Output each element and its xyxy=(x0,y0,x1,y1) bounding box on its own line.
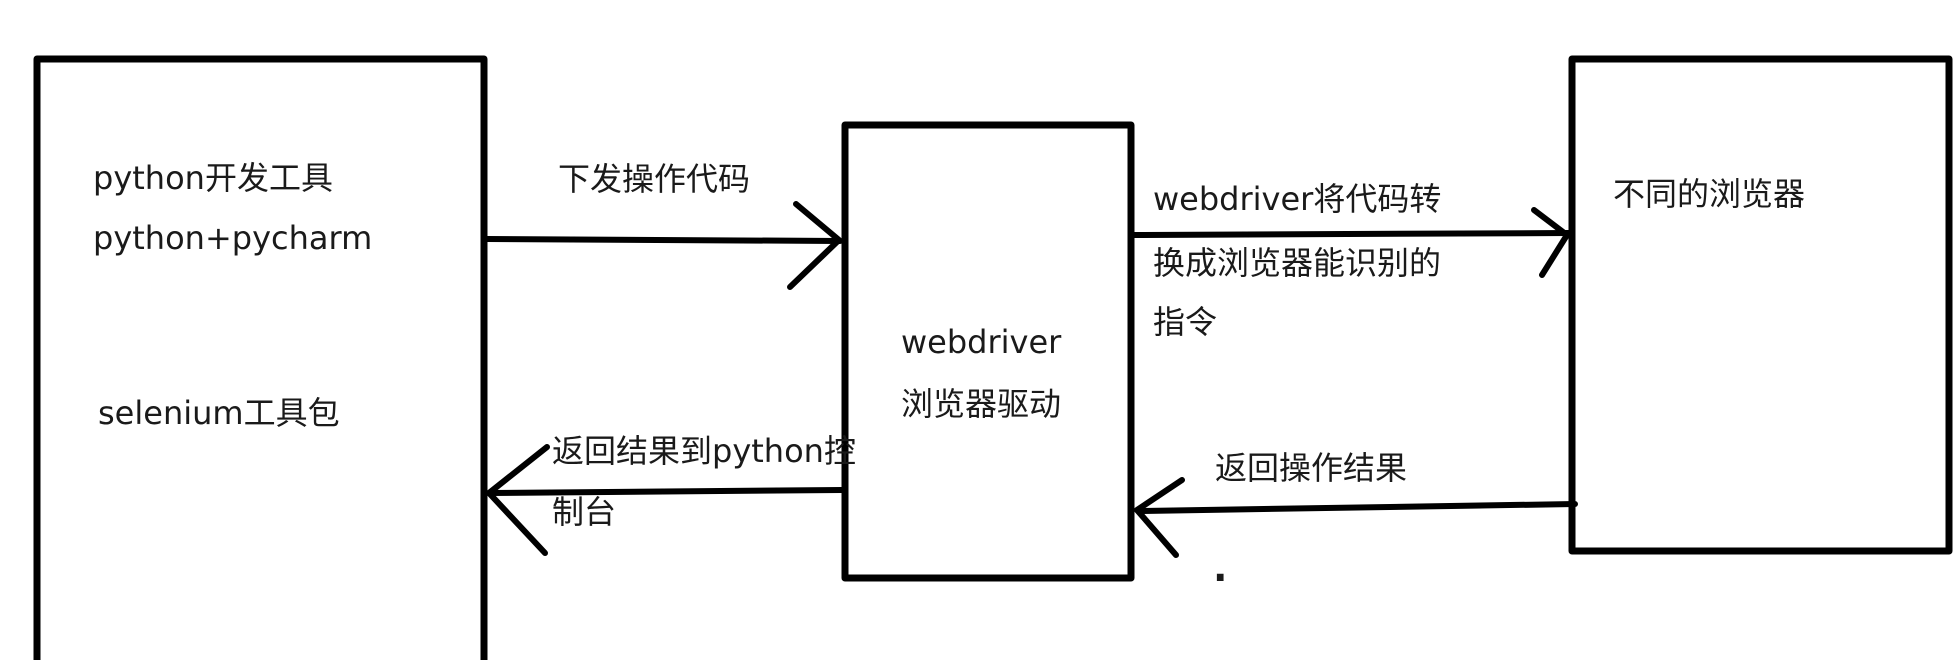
selenium-label: selenium工具包 xyxy=(98,394,340,432)
arrow-webdriver-to-dev xyxy=(486,444,845,556)
webdriver-subtitle: 浏览器驱动 xyxy=(901,385,1062,423)
browser-title: 不同的浏览器 xyxy=(1613,175,1806,213)
arrow-dev-to-webdriver xyxy=(484,201,843,290)
stray-dot: . xyxy=(1213,546,1228,590)
dev-tools-box xyxy=(33,55,488,660)
arrow-browser-to-webdriver xyxy=(1134,477,1578,558)
dev-tool-subtitle: python+pycharm xyxy=(93,219,373,257)
convert-label-line3: 指令 xyxy=(1153,303,1218,341)
convert-label-line2: 换成浏览器能识别的 xyxy=(1153,244,1442,282)
return-result-label: 返回操作结果 xyxy=(1215,449,1408,487)
webdriver-title: webdriver xyxy=(901,323,1062,361)
webdriver-box xyxy=(841,121,1135,582)
dev-tool-title: python开发工具 xyxy=(93,159,333,197)
convert-label-line1: webdriver将代码转 xyxy=(1153,180,1442,218)
browser-box xyxy=(1568,55,1953,555)
return-console-line2: 制台 xyxy=(552,493,617,531)
send-code-label: 下发操作代码 xyxy=(558,160,751,198)
arrow-webdriver-to-browser xyxy=(1131,207,1572,278)
return-console-line1: 返回结果到python控 xyxy=(552,432,856,470)
